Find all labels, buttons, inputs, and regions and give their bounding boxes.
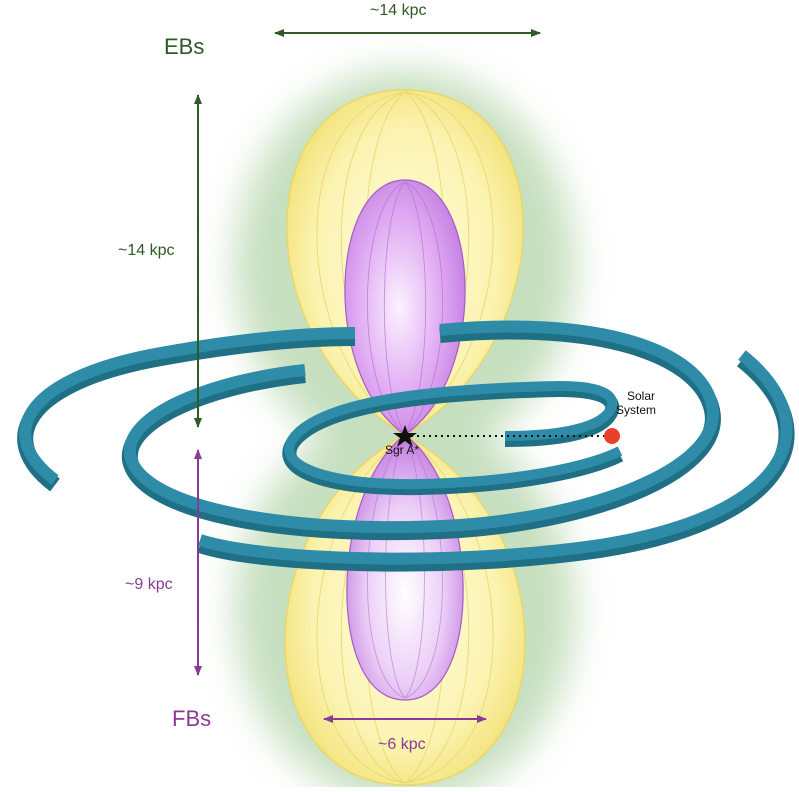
spiral-arms [17, 320, 795, 572]
solar-label-line1: Solar [627, 389, 656, 403]
star-icon [393, 425, 417, 447]
eb-height-label: ~14 kpc [118, 242, 175, 259]
eb-width-label: ~14 kpc [370, 2, 427, 19]
fb-height-label: ~9 kpc [125, 576, 173, 593]
sun-dot-icon [604, 428, 620, 444]
solar-label-line2: System [616, 403, 657, 417]
sgr-a-label: Sgr A* [385, 443, 420, 457]
fb-name-label: FBs [172, 706, 212, 731]
eb-name-label: EBs [164, 34, 205, 59]
fb-width-label: ~6 kpc [378, 736, 426, 753]
